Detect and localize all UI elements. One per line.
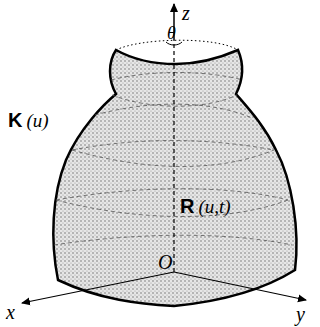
curve-label: K: [8, 110, 22, 130]
angle-label: θ: [167, 24, 176, 42]
surface-label: R: [180, 196, 194, 216]
axis-label: y: [296, 304, 305, 324]
origin-label: O: [158, 252, 172, 272]
axis-label: z: [182, 3, 190, 23]
axis-label: x: [6, 302, 15, 322]
surface-label: (u,t): [198, 197, 230, 216]
curve-label: (u): [26, 111, 48, 130]
